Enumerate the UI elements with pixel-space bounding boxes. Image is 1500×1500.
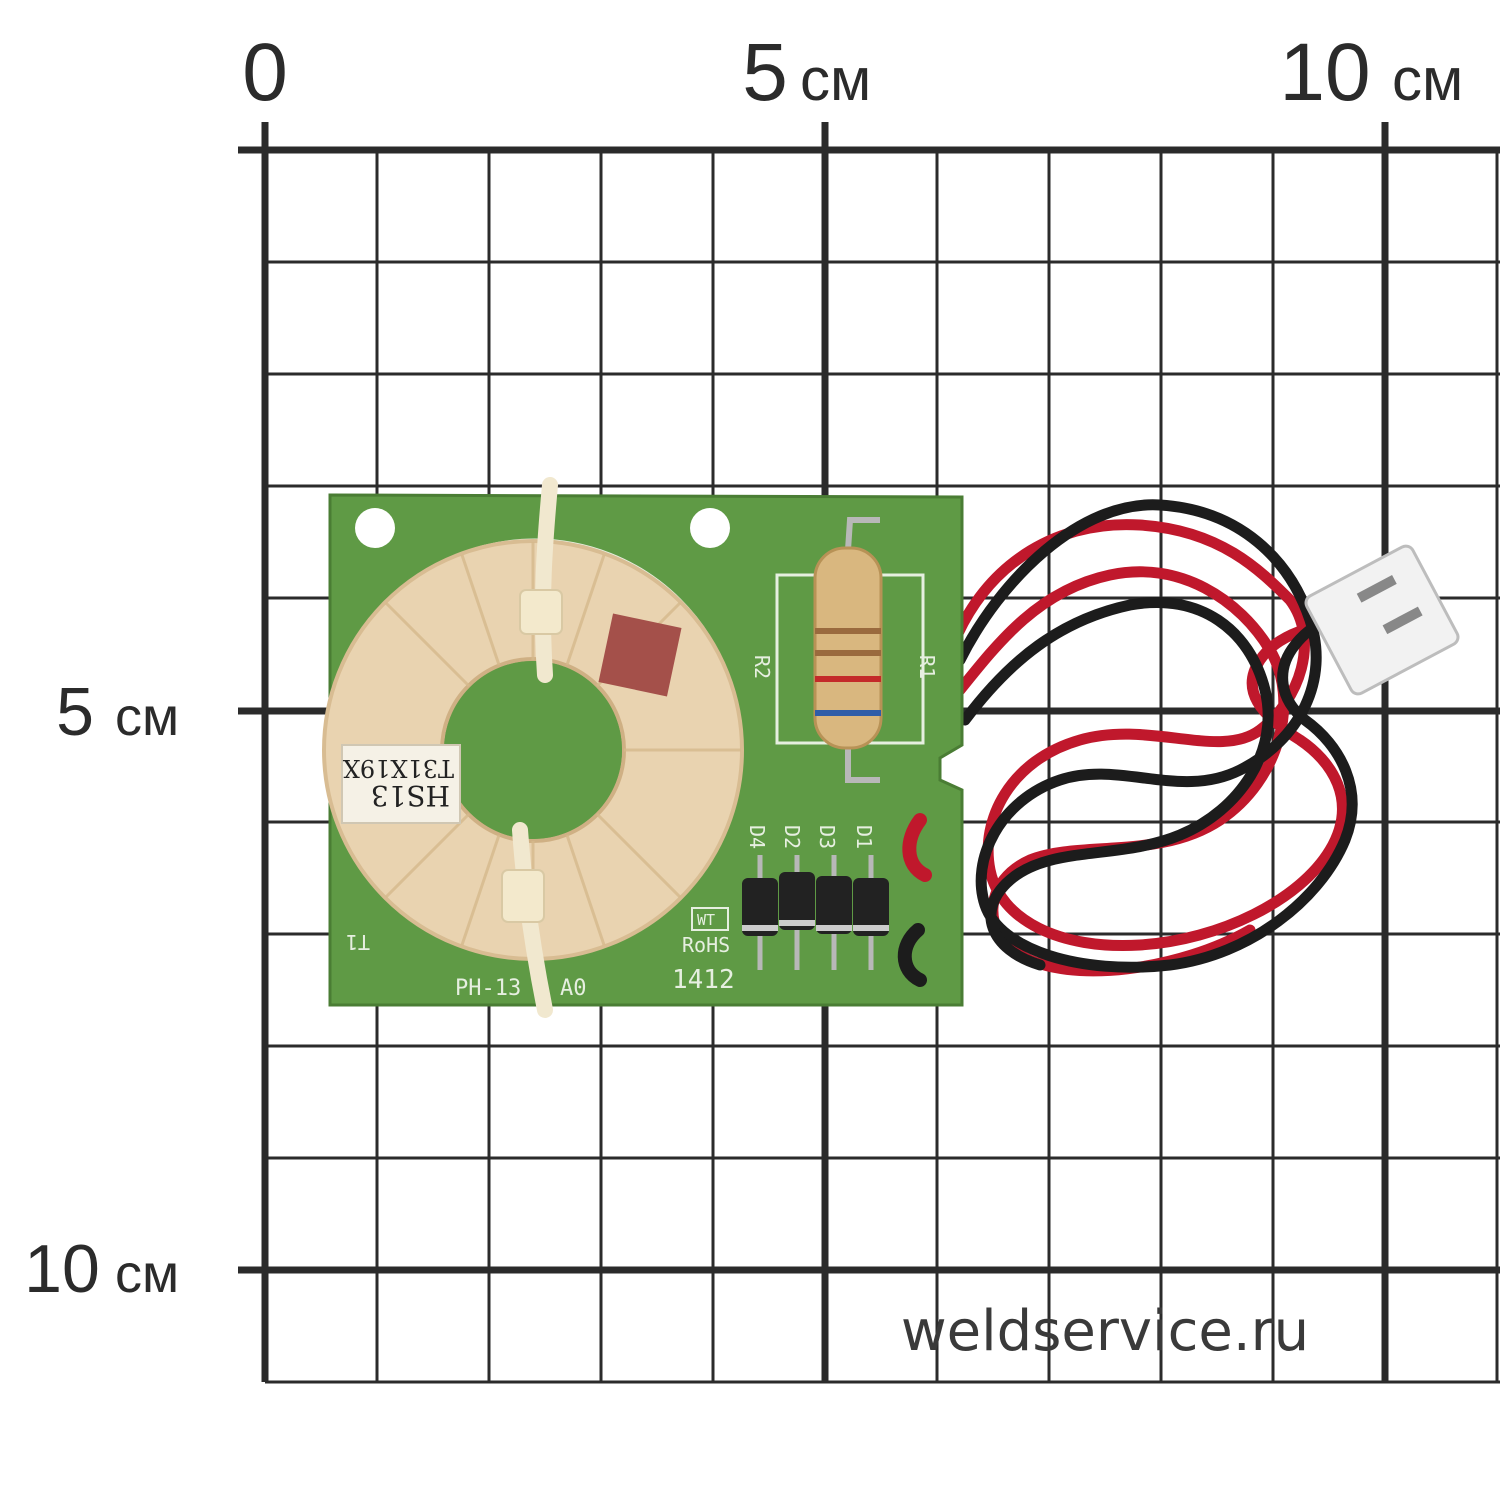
diode-d3: [816, 855, 852, 970]
watermark-text: weldservice.ru: [901, 1299, 1309, 1364]
diode-d4: [742, 855, 778, 970]
red-wire-stub: [902, 813, 932, 882]
resistor-band-2: [815, 650, 881, 656]
top-scale-labels: 0 5 см 10 см: [242, 27, 1463, 118]
mounting-hole-left: [355, 508, 395, 548]
wt-logo: WT: [697, 911, 715, 929]
resistor-lead-bottom: [845, 745, 880, 783]
toroid-windings: [384, 542, 741, 958]
resistor-band-1: [815, 628, 881, 634]
wt-logo-box: [691, 907, 729, 931]
date-code: 1412: [672, 965, 735, 995]
connector-housing: [1304, 544, 1460, 696]
toroid-hole: [444, 661, 622, 839]
designator-r2: R2: [750, 655, 774, 679]
toroid-label-line1: HS13: [371, 779, 450, 812]
cable-tie-bottom-head: [501, 869, 545, 923]
jst-connector: [1304, 544, 1460, 696]
left-scale-labels: 5 см 10 см: [24, 674, 179, 1307]
toroid-label-sticker: [341, 744, 461, 824]
cable-tie-top: [534, 477, 558, 683]
designator-d2: D2: [780, 825, 804, 849]
diode-d2: [779, 855, 815, 970]
toroid-tape-patch: [598, 613, 682, 697]
connector-pin-2: [1382, 606, 1423, 635]
cable-ties: [501, 477, 563, 1018]
left-label-5-unit: см: [115, 687, 179, 747]
part-number-suffix: A0: [560, 976, 587, 1001]
black-wire-2: [959, 596, 1274, 971]
resistor: [813, 517, 883, 783]
connector-pin-1: [1356, 575, 1397, 603]
black-wire-stub: [897, 923, 927, 987]
top-label-10-unit: см: [1392, 46, 1463, 113]
top-label-5-number: 5: [742, 27, 788, 118]
left-label-10-unit: см: [115, 1244, 179, 1304]
designator-d1: D1: [852, 825, 876, 849]
diode-d1: [853, 855, 889, 970]
left-label-10-number: 10: [24, 1231, 100, 1307]
designator-r1: R1: [915, 655, 939, 679]
scale-grid: [238, 122, 1500, 1384]
resistor-band-4: [815, 710, 881, 716]
left-label-5-number: 5: [56, 674, 94, 750]
wire-harness: [949, 499, 1361, 977]
designator-d4: D4: [745, 825, 769, 849]
part-number: PH-13: [455, 976, 521, 1001]
top-label-10-number: 10: [1279, 27, 1370, 118]
cable-tie-bottom: [512, 822, 553, 1018]
designator-t1: T1: [346, 930, 370, 954]
diode-bridge: [742, 855, 889, 970]
mounting-hole-right: [690, 508, 730, 548]
cable-tie-top-head: [519, 589, 563, 635]
top-label-5-unit: см: [800, 46, 871, 113]
designator-d3: D3: [815, 825, 839, 849]
rohs-mark: RoHS: [682, 933, 730, 957]
resistor-band-3: [815, 676, 881, 682]
top-label-0-number: 0: [242, 27, 288, 118]
black-wire: [954, 499, 1358, 973]
resistor-lead-top: [845, 517, 880, 551]
resistor-body: [813, 546, 883, 750]
toroid-label-line2: T31X19X: [343, 754, 454, 782]
